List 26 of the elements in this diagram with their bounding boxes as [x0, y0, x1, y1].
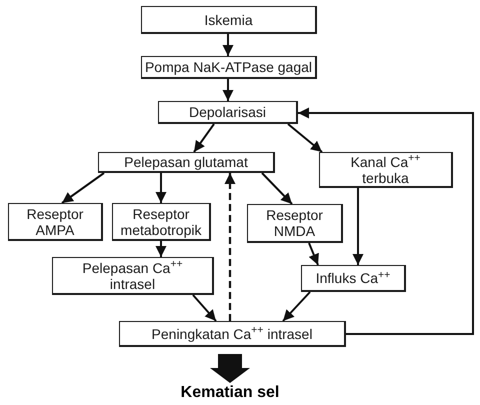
process-box: Iskemia	[141, 6, 317, 34]
feedback-arrow	[298, 108, 474, 335]
arrow	[156, 241, 166, 257]
dashed-arrow	[224, 173, 236, 321]
arrow	[156, 173, 166, 203]
arrow	[192, 294, 217, 322]
outcome-text: Kematian sel	[170, 383, 290, 403]
process-box: Reseptor metabotropik	[112, 203, 211, 241]
arrow	[261, 172, 293, 205]
arrow	[308, 242, 319, 266]
process-box: Kanal Ca$^{++}$ terbuka	[319, 152, 453, 188]
arrow	[61, 172, 105, 204]
process-box: Pompa NaK-ATPase gagal	[141, 56, 317, 79]
process-box: Pelepasan glutamat	[98, 152, 275, 173]
process-box: Reseptor NMDA	[247, 204, 343, 243]
process-box: Influks Ca$^{++}$	[301, 265, 406, 292]
process-box: Pelepasan Ca$^{++}$ intrasel	[52, 257, 214, 295]
arrow	[193, 123, 215, 153]
arrow	[352, 188, 364, 265]
process-box: Depolarisasi	[158, 101, 298, 124]
arrow	[287, 123, 323, 153]
arrow	[282, 291, 311, 322]
block-arrow	[210, 354, 250, 383]
arrow	[222, 79, 234, 101]
process-box: Reseptor AMPA	[8, 203, 103, 241]
process-box: Peningkatan Ca$^{++}$ intrasel	[119, 321, 346, 347]
